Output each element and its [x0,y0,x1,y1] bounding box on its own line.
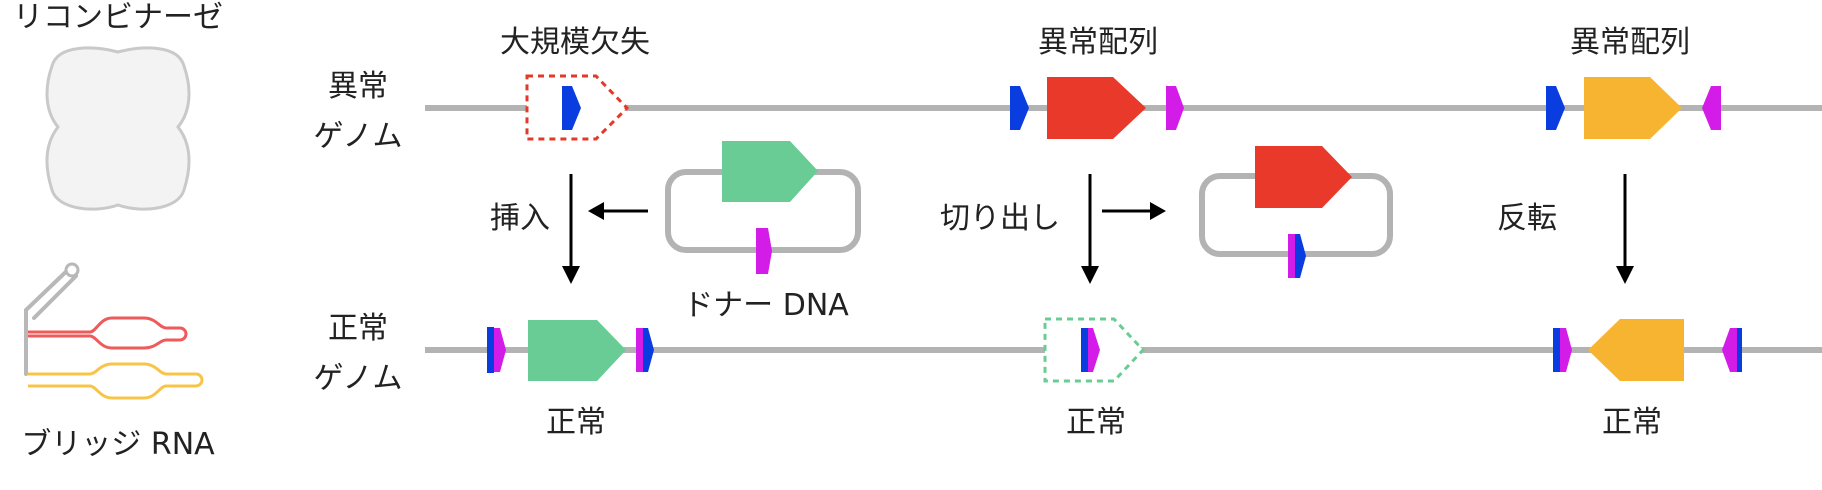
column1-action-label: 挿入 [490,201,550,236]
inserted-green-gene [528,320,626,381]
donor-dna-plasmid [665,141,861,274]
column1-bottom-label: 正常 [546,405,606,440]
column2-top-label: 異常配列 [1038,25,1158,60]
column1-top-label: 大規模欠失 [500,25,650,60]
column3-down-arrowhead [1616,266,1634,284]
abnormal-orange-gene [1584,77,1682,139]
recombinase-label: リコンビナーゼ [13,0,223,35]
abnormal-red-gene [1047,77,1146,139]
column3-bottom-label: 正常 [1602,405,1662,440]
scar-site-magenta [1088,328,1100,372]
normal-inv-site-right-blue [1737,328,1742,372]
column1-left-arrowhead [588,202,604,220]
normal-site-right-blue [643,328,654,372]
abnormal-site-blue-left [1010,86,1029,130]
column2-down-arrowhead [1081,266,1099,284]
blue-site-arrow [562,86,581,130]
bridge-rna-label: ブリッジ RNA [21,427,215,462]
normal-genome-label-line2: ゲノム [313,361,402,396]
normal-site-left-blue [487,327,494,373]
normal-site-left-magenta [494,328,506,372]
abnormal-genome-label-line1: 異常 [328,69,388,104]
inversion-site-magenta-right [1702,86,1721,130]
normal-inv-site-right-magenta [1722,328,1737,372]
normal-site-right-magenta [636,328,643,372]
column1-down-arrowhead [562,266,580,284]
normal-genome-label-line1: 正常 [328,311,388,346]
column2-right-arrowhead [1150,202,1166,220]
scar-site-blue [1081,328,1088,372]
column2-bottom-label: 正常 [1066,405,1126,440]
excised-plasmid [1199,146,1393,278]
abnormal-genome-label-line2: ゲノム [313,119,402,154]
normal-inv-site-left-blue [1553,328,1560,372]
column3-top-label: 異常配列 [1570,25,1690,60]
inversion-site-blue-left [1546,86,1565,130]
donor-dna-label: ドナー DNA [683,288,849,323]
column3-action-label: 反転 [1497,201,1557,236]
inverted-orange-gene [1588,319,1684,381]
normal-inv-site-left-magenta [1560,328,1572,372]
abnormal-site-magenta-right [1166,86,1184,130]
bridge-rna-icon [24,262,204,400]
recombinase-icon [45,46,191,211]
column2-action-label: 切り出し [940,201,1060,236]
